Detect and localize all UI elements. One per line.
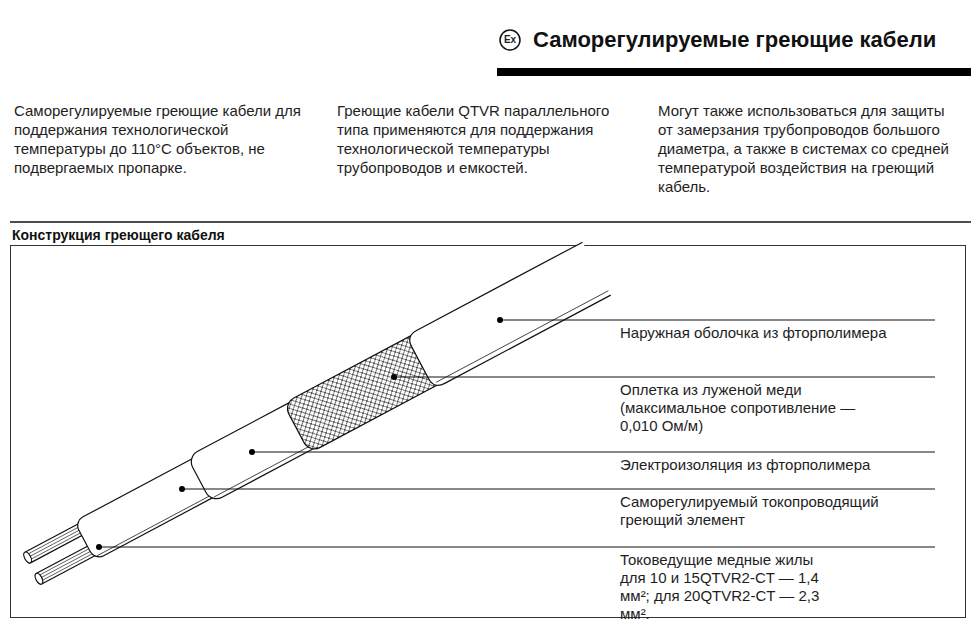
part-label: Саморегулируемый токопроводящий греющий … <box>620 493 900 529</box>
part-label: Наружная оболочка из фторполимера <box>620 324 940 342</box>
page-title: Саморегулируемые греющие кабели <box>533 27 936 53</box>
part-label: Электроизоляция из фторполимера <box>620 456 940 474</box>
part-label: Оплетка из луженой меди (максимальное со… <box>620 381 870 435</box>
ex-mark: Ex <box>500 34 520 46</box>
outer-jacket <box>406 242 611 389</box>
section-rule <box>10 221 971 223</box>
header-bar <box>497 68 971 76</box>
intro-text: Могут также использоваться для защиты от… <box>658 101 958 196</box>
intro-text: Саморегулируемые греющие кабели для подд… <box>14 101 314 177</box>
leader-dots <box>96 317 503 550</box>
section-heading: Конструкция греющего кабеля <box>12 227 225 244</box>
part-label: Токоведущие медные жилы для 10 и 15QTVR2… <box>620 551 835 622</box>
intro-text: Греющие кабели QTVR параллельного типа п… <box>337 101 637 177</box>
cable <box>17 242 611 596</box>
leader-lines <box>99 320 935 547</box>
ex-symbol <box>500 30 520 50</box>
